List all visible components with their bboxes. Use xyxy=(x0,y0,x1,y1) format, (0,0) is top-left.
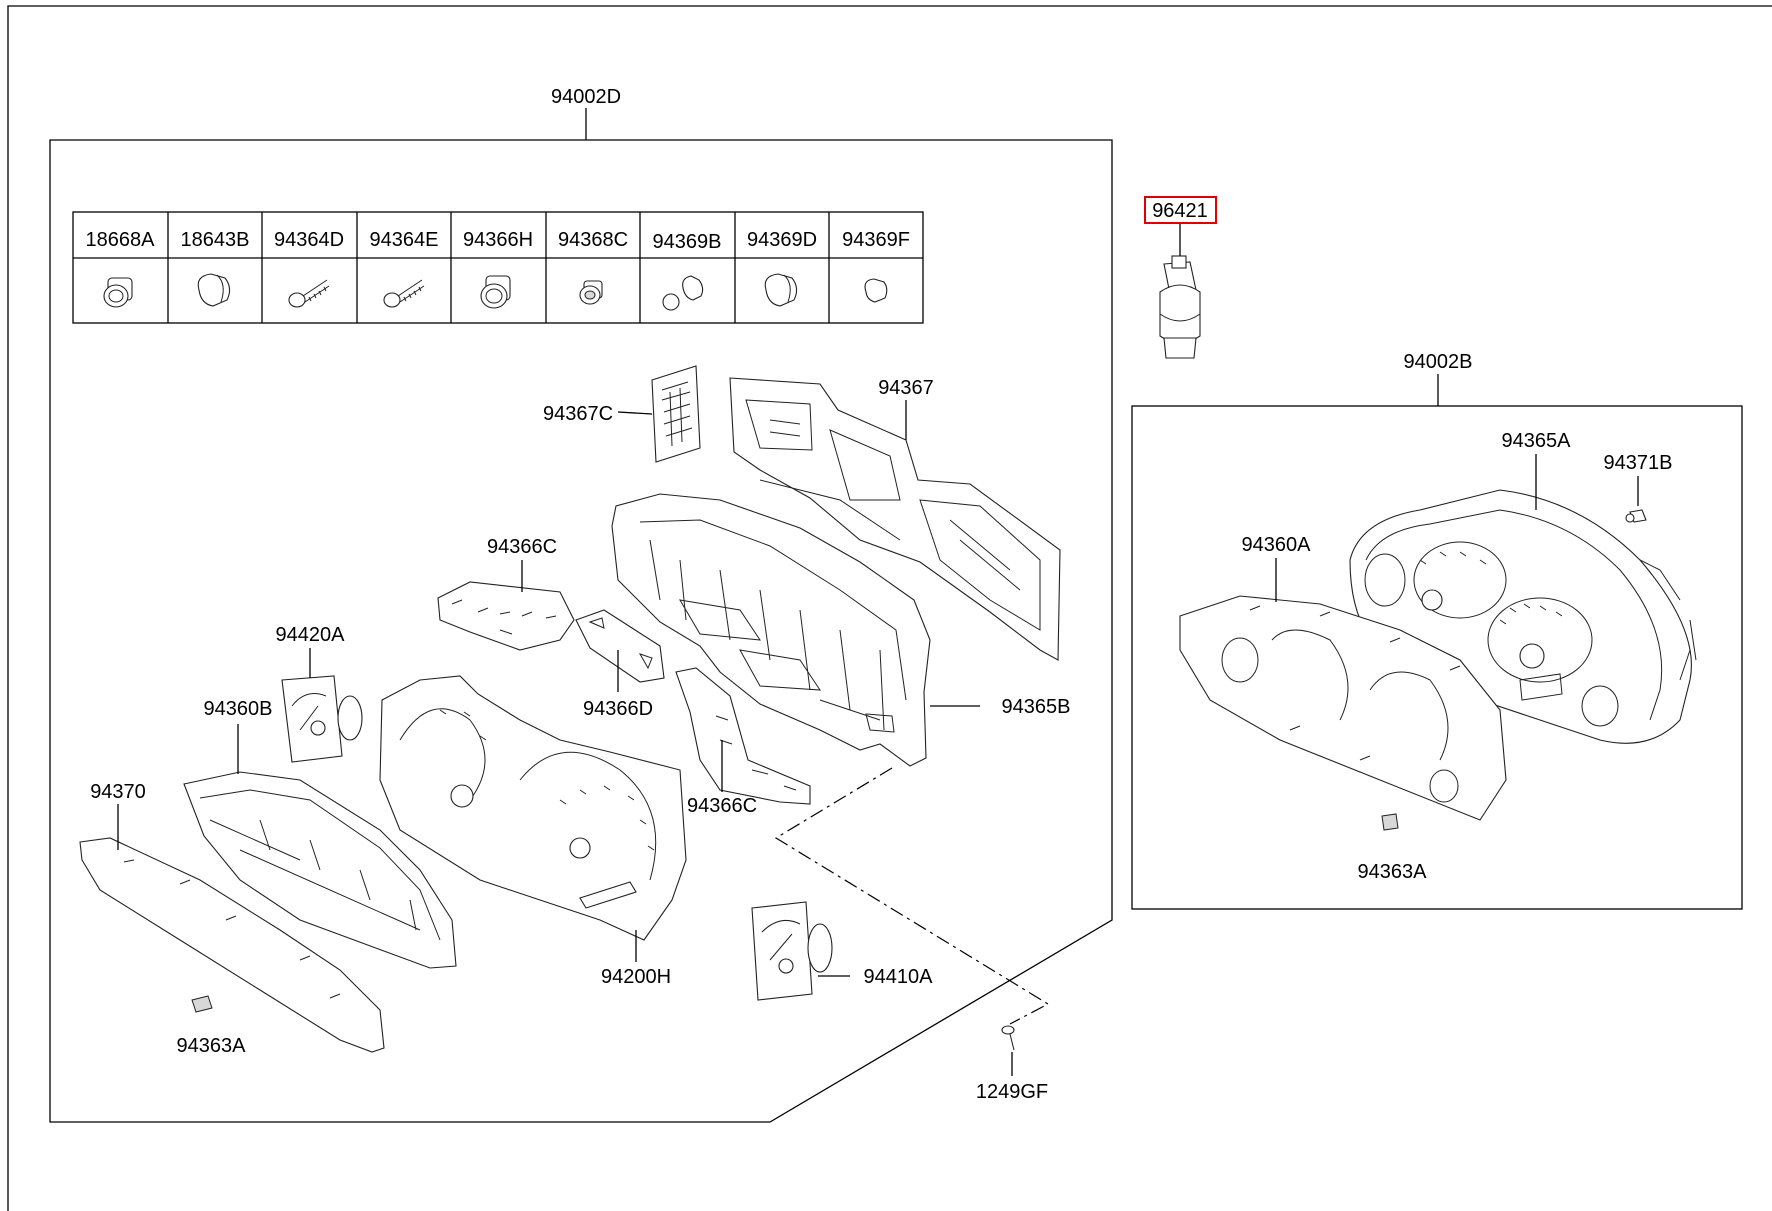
bulb-icon[interactable] xyxy=(864,278,888,303)
bulb-socket-icon[interactable] xyxy=(579,280,603,305)
parts-table: 18668A 18643B 94364D 94364E 94366H 94368… xyxy=(72,211,924,324)
part-label[interactable]: 94366C xyxy=(487,536,557,558)
assembly-right-label[interactable]: 94002B xyxy=(1404,351,1473,373)
assembly-left-label[interactable]: 94002D xyxy=(551,86,621,108)
table-header[interactable]: 18668A xyxy=(86,229,156,251)
page-frame xyxy=(7,5,1772,1211)
table-header[interactable]: 94369B xyxy=(653,231,722,253)
assembly-left-frame xyxy=(49,139,1113,1123)
part-label[interactable]: 94360A xyxy=(1242,534,1312,556)
table-header[interactable]: 94369D xyxy=(747,229,817,251)
part-label[interactable]: 94420A xyxy=(276,624,346,646)
pcb-small-part[interactable] xyxy=(651,365,701,463)
small-gauge-part[interactable] xyxy=(281,675,363,763)
small-gauge-part[interactable] xyxy=(751,901,833,1001)
indicator-film-part[interactable] xyxy=(575,609,665,683)
part-label[interactable]: 94365A xyxy=(1502,430,1572,452)
part-label[interactable]: 94410A xyxy=(864,966,934,988)
gauge-mask-part[interactable] xyxy=(183,771,457,969)
cluster-window-part[interactable] xyxy=(79,837,385,1053)
bulb-socket-icon[interactable] xyxy=(480,275,511,309)
screw-icon[interactable] xyxy=(288,279,330,308)
part-label[interactable]: 94200H xyxy=(601,966,671,988)
table-header[interactable]: 94369F xyxy=(842,229,910,251)
assembly-right: 94002B xyxy=(1131,351,1743,910)
highlight-box xyxy=(1144,196,1217,224)
assembly-left: 94002D xyxy=(49,86,1113,1123)
parts-table-frame xyxy=(72,211,924,324)
table-header[interactable]: 94364E xyxy=(370,229,439,251)
light-guide-part[interactable] xyxy=(675,667,811,805)
part-label[interactable]: 94366C xyxy=(687,795,757,817)
table-header[interactable]: 94364D xyxy=(274,229,344,251)
gauge-face-part[interactable] xyxy=(379,675,687,941)
part-label[interactable]: 94367C xyxy=(543,403,613,425)
screw-part[interactable] xyxy=(1001,1025,1015,1051)
part-label[interactable]: 94363A xyxy=(1358,861,1428,883)
part-label[interactable]: 94371B xyxy=(1604,452,1673,474)
sensor-part[interactable] xyxy=(1159,255,1201,359)
bulb-icon[interactable] xyxy=(662,275,704,311)
bulb-part[interactable] xyxy=(1625,509,1647,523)
leader-line xyxy=(617,411,653,415)
table-header[interactable]: 94366H xyxy=(463,229,533,251)
highlighted-part-label[interactable]: 96421 xyxy=(1152,200,1208,222)
part-label[interactable]: 94366D xyxy=(583,698,653,720)
cluster-case-part[interactable] xyxy=(611,493,931,767)
part-label[interactable]: 94363A xyxy=(177,1035,247,1057)
table-header[interactable]: 18643B xyxy=(181,229,250,251)
assembly-dash-line xyxy=(774,767,1050,1025)
part-label[interactable]: 94360B xyxy=(204,698,273,720)
part-label[interactable]: 94367 xyxy=(878,377,934,399)
table-header[interactable]: 94368C xyxy=(558,229,628,251)
bulb-icon[interactable] xyxy=(764,273,798,307)
part-label[interactable]: 94370 xyxy=(90,781,146,803)
assembly-right-frame xyxy=(1131,405,1743,910)
bulb-socket-icon[interactable] xyxy=(103,277,133,308)
light-guide-part[interactable] xyxy=(437,581,575,651)
flex-circuit-part[interactable] xyxy=(729,377,1061,661)
bulb-icon[interactable] xyxy=(197,273,231,307)
screw-icon[interactable] xyxy=(383,279,425,308)
clip-part[interactable] xyxy=(1381,813,1399,831)
part-label[interactable]: 94365B xyxy=(1002,696,1071,718)
gauge-mask-part[interactable] xyxy=(1179,595,1507,821)
part-label[interactable]: 1249GF xyxy=(976,1081,1048,1103)
clip-part[interactable] xyxy=(191,995,213,1013)
